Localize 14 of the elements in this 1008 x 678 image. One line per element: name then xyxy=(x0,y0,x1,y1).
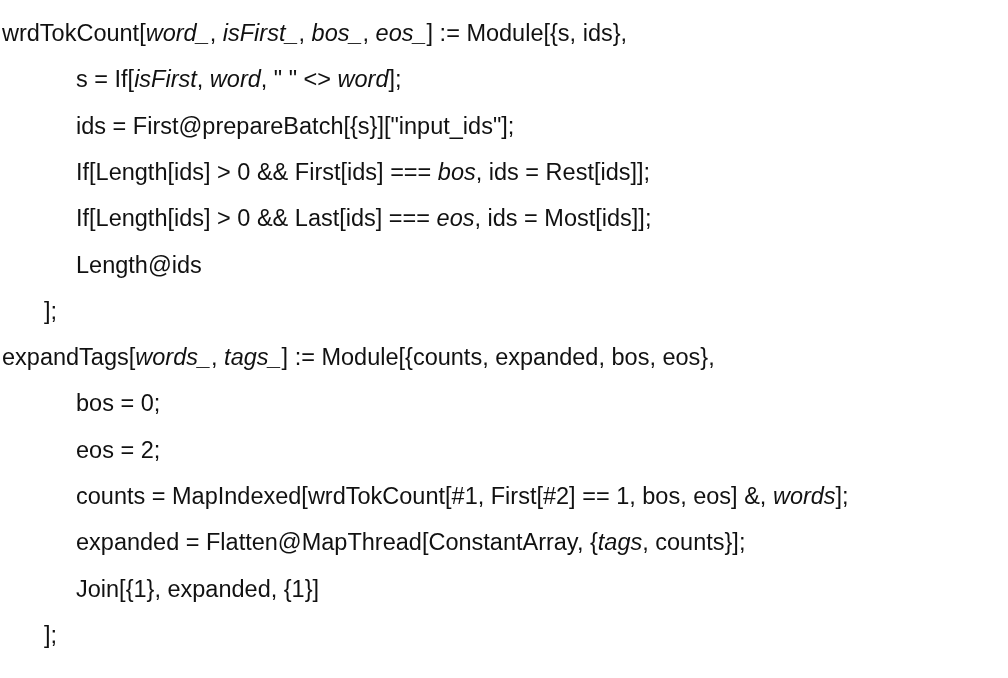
code-line: ]; xyxy=(44,296,58,326)
code-line: s = If[isFirst, word, " " <> word]; xyxy=(76,65,402,95)
code-line: bos = 0; xyxy=(76,389,161,419)
code-line: ]; xyxy=(44,620,58,650)
code-line: If[Length[ids] > 0 && First[ids] === bos, ids = Rest[ids]]; xyxy=(76,157,651,187)
code-line: Join[{1}, expanded, {1}] xyxy=(76,574,320,604)
code-line: counts = MapIndexed[wrdTokCount[#1, First[#2] == 1, bos, eos] &, words]; xyxy=(76,482,849,511)
code-line: ids = First@prepareBatch[{s}]["input_ids"]; xyxy=(76,111,515,141)
code-line: expanded = Flatten@MapThread[ConstantArray, {tags, counts}]; xyxy=(76,528,746,558)
code-line: eos = 2; xyxy=(76,435,161,465)
code-line: If[Length[ids] > 0 && Last[ids] === eos, ids = Most[ids]]; xyxy=(76,204,652,234)
code-line: wrdTokCount[word_, isFirst_, bos_, eos_] := Module[{s, ids}, xyxy=(2,19,628,48)
code-line: Length@ids xyxy=(76,250,202,280)
code-line: expandTags[words_, tags_] := Module[{counts, expanded, bos, eos}, xyxy=(2,343,715,373)
